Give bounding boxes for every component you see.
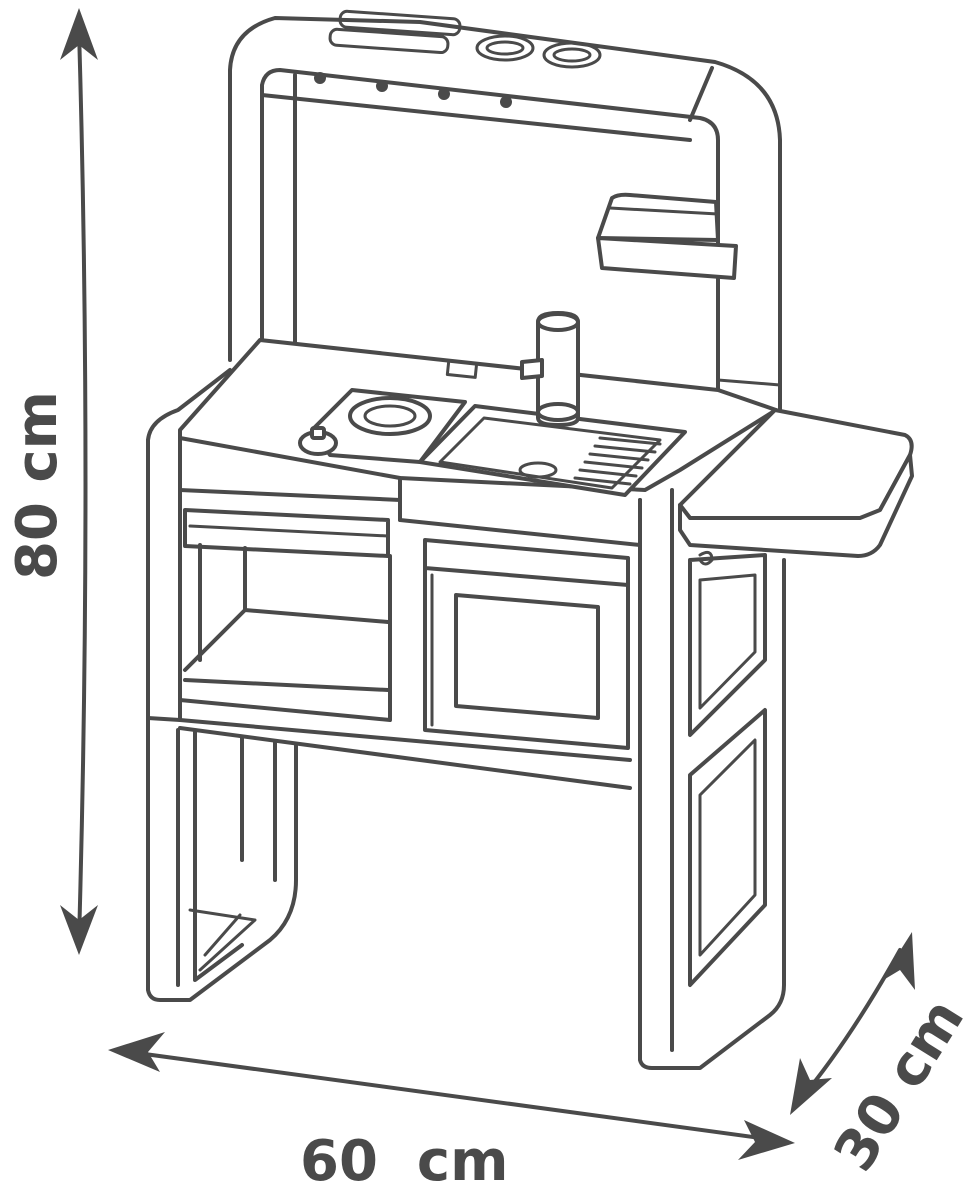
left-compartment [178,488,392,722]
width-dimension: 60 cm [108,1032,795,1194]
arrow-down-icon [60,905,98,955]
left-leg [146,368,298,1002]
side-shelf [678,408,914,558]
right-leg [638,488,786,1070]
lower-crossbar [146,698,632,790]
sink [418,404,687,497]
width-label: 60 cm [300,1129,508,1194]
arrow-left-icon [108,1032,165,1072]
utensil-hooks [314,72,512,108]
wall-shelf [596,192,738,280]
height-dimension: 80 cm [5,8,98,955]
arrow-down-left-icon [790,1058,832,1115]
arrow-up-icon [60,8,98,60]
height-label: 80 cm [5,391,70,580]
arrow-right-icon [738,1120,795,1160]
hob [298,388,467,464]
tap [520,311,580,427]
depth-label: 30 cm [822,988,963,1183]
top-shelf-details [328,9,602,69]
depth-dimension: 30 cm [790,932,963,1182]
drainer-ridges [573,436,662,486]
arrow-up-right-icon [880,932,915,990]
oven [423,538,630,750]
back-panel [228,16,782,422]
